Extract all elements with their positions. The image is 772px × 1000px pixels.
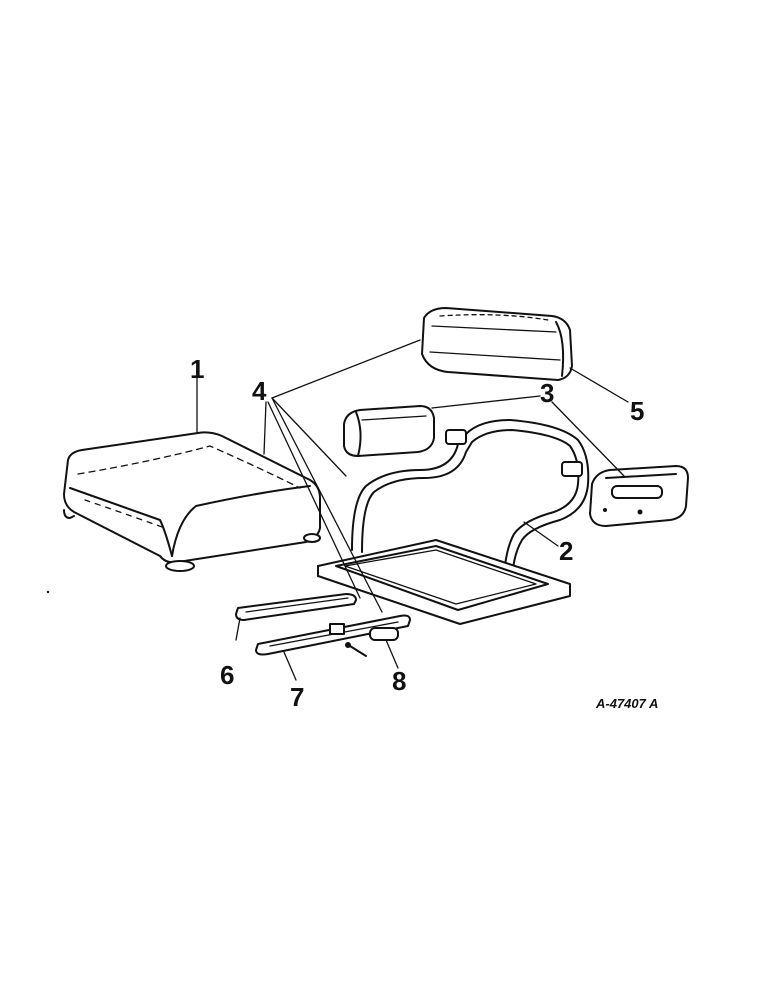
- backrest-pad: [421, 307, 573, 381]
- armrest-pad-right: [589, 465, 689, 527]
- speck: [46, 590, 50, 594]
- armrest-pad-left: [343, 405, 435, 457]
- callout-7: 7: [290, 682, 304, 712]
- callout-8: 8: [392, 666, 406, 696]
- callout-1: 1: [190, 354, 204, 384]
- callout-4: 4: [252, 376, 267, 406]
- callout-2: 2: [559, 536, 573, 566]
- leader-lines: [196, 339, 629, 681]
- reference-code: A-47407 A: [595, 696, 658, 711]
- seat-cushion: [63, 431, 321, 572]
- callout-3: 3: [540, 378, 554, 408]
- slide-rail: [235, 593, 357, 621]
- slide-bracket: [255, 614, 411, 656]
- callout-5: 5: [630, 396, 644, 426]
- fasteners: [345, 627, 399, 657]
- callout-6: 6: [220, 660, 234, 690]
